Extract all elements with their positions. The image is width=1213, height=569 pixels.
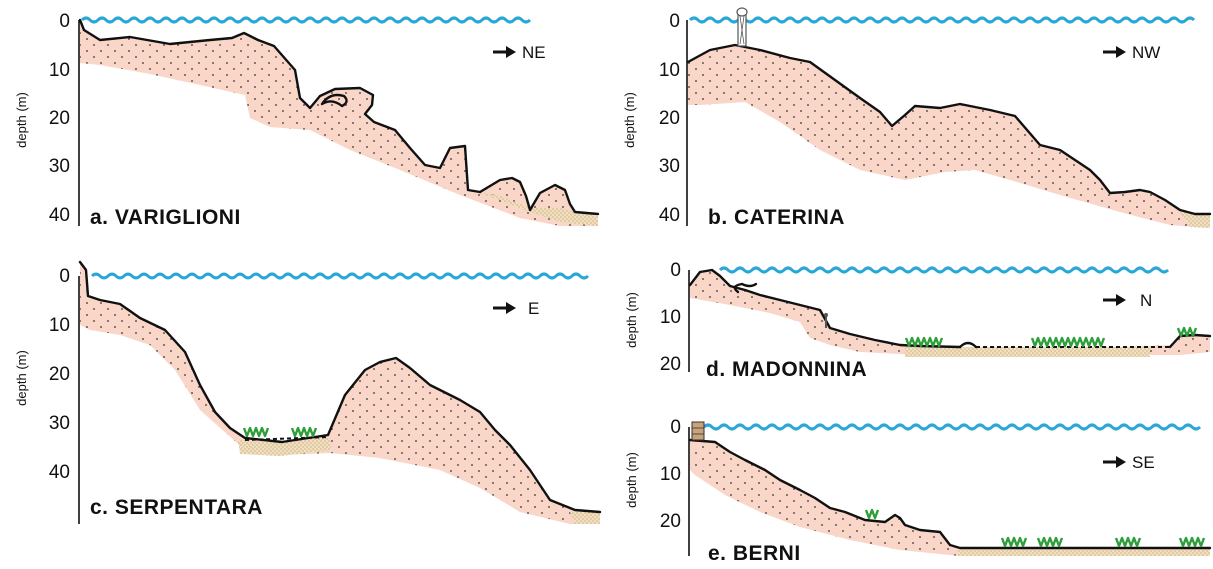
panel-title: b. CATERINA — [708, 206, 845, 229]
y-axis-label: depth (m) — [14, 350, 29, 406]
tick-label: 0 — [670, 417, 681, 438]
tick-label: 0 — [670, 260, 681, 281]
direction-label: E — [528, 299, 539, 318]
sand-deposit — [905, 347, 1150, 357]
tick-label: 20 — [49, 364, 70, 385]
tick-label: 10 — [49, 60, 70, 81]
panel-a: 0 10 20 30 40 depth (m) NE a. VARIGLIONI — [14, 11, 600, 229]
seagrass-icon — [1036, 536, 1064, 548]
tick-label: 20 — [660, 511, 681, 532]
tick-label: 30 — [49, 156, 70, 177]
sand-deposit — [238, 436, 332, 456]
seafloor-profile — [78, 18, 600, 216]
seagrass-icon — [1114, 536, 1142, 548]
tick-label: 40 — [49, 205, 70, 226]
tick-label: 0 — [669, 11, 680, 32]
tick-label: 40 — [659, 205, 680, 226]
panel-d: 0 10 20 depth (m) N d. MADONNINA — [624, 260, 1212, 381]
seagrass-icon — [1176, 326, 1198, 338]
seafloor-profile — [958, 341, 978, 349]
sea-surface-line — [702, 423, 1202, 431]
seagrass-icon — [1030, 336, 1106, 348]
seagrass-icon — [1000, 536, 1028, 548]
direction-label: NE — [522, 43, 546, 62]
lighthouse-icon — [736, 7, 748, 47]
tick-label: 40 — [49, 462, 70, 483]
tick-label: 10 — [659, 60, 680, 81]
direction-label: N — [1140, 291, 1152, 310]
seagrass-icon — [290, 426, 318, 438]
tick-label: 0 — [59, 11, 70, 32]
rock-body — [80, 20, 598, 226]
sea-surface-line — [90, 272, 590, 280]
tick-label: 10 — [660, 464, 681, 485]
rock-body — [690, 270, 1210, 356]
arrow-right-icon — [1103, 456, 1126, 468]
tick-label: 10 — [49, 315, 70, 336]
arrow-right-icon — [1103, 294, 1126, 306]
y-axis-label: depth (m) — [14, 92, 29, 148]
y-axis-label: depth (m) — [624, 452, 639, 508]
sand-deposit — [445, 180, 598, 226]
tick-label: 20 — [659, 108, 680, 129]
tick-label: 20 — [660, 354, 681, 375]
sand-deposit — [1180, 212, 1210, 228]
tick-label: 30 — [659, 156, 680, 177]
arrow-right-icon — [1103, 46, 1126, 58]
panel-title: c. SERPENTARA — [90, 496, 263, 519]
panel-title: a. VARIGLIONI — [90, 206, 241, 229]
tick-label: 0 — [59, 266, 70, 287]
seafloor-profile — [78, 260, 602, 514]
arrow-right-icon — [493, 46, 516, 58]
sea-surface-line — [80, 16, 532, 24]
pipe-icon — [824, 313, 828, 328]
tick-label: 20 — [49, 108, 70, 129]
sand-deposit — [570, 512, 600, 524]
y-axis-label: depth (m) — [624, 292, 639, 348]
seafloor-profile — [688, 438, 1212, 550]
rock-overhang — [320, 93, 348, 108]
direction-label: SE — [1132, 453, 1155, 472]
sea-surface-line — [718, 266, 1170, 274]
seagrass-icon — [242, 426, 270, 438]
direction-label: NW — [1132, 43, 1160, 62]
panel-e: 0 10 20 depth (m) SE e. BERNI — [624, 417, 1212, 565]
panel-c: 0 10 20 30 40 depth (m) E c. SERPENTARA — [14, 260, 602, 524]
seafloor-profile — [688, 268, 962, 349]
rock-body — [688, 45, 1210, 228]
tick-label: 30 — [49, 413, 70, 434]
y-axis-label: depth (m) — [622, 92, 637, 148]
sea-surface-line — [688, 16, 1196, 24]
seagrass-icon — [864, 508, 880, 520]
panel-title: e. BERNI — [708, 542, 801, 565]
sand-deposit — [958, 548, 1210, 556]
seafloor-profile — [686, 43, 1212, 216]
rock-overhang — [733, 282, 758, 294]
panel-b: 0 10 20 30 40 depth (m) NW b. CATERINA — [622, 7, 1212, 229]
panel-title: d. MADONNINA — [706, 358, 867, 381]
arrow-right-icon — [493, 302, 516, 314]
rock-body — [80, 262, 600, 524]
seagrass-icon — [1178, 536, 1206, 548]
pier-icon — [691, 421, 705, 441]
tick-label: 10 — [660, 307, 681, 328]
seagrass-icon — [904, 336, 944, 348]
rock-body — [690, 440, 1210, 556]
